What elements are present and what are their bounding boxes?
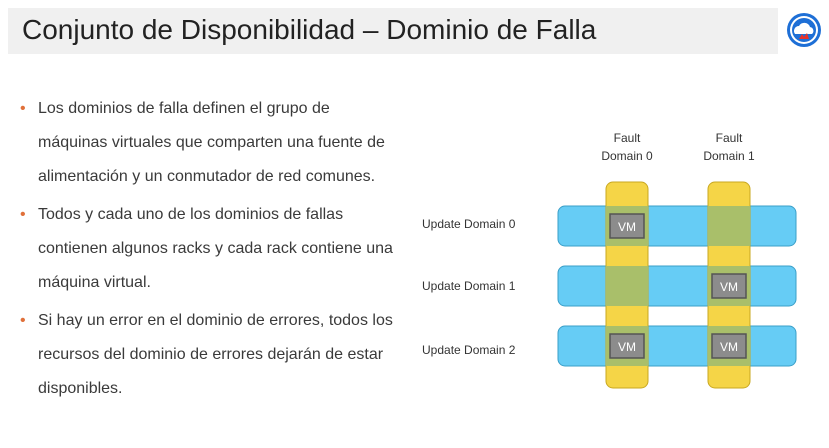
vm-box: [711, 333, 747, 359]
bullet-marker: •: [20, 100, 26, 117]
overlap-cell: [708, 206, 750, 246]
bullet-text: Si hay un error en el dominio de errores…: [38, 312, 393, 397]
fault-domain-1-label-line1: Fault: [716, 131, 743, 145]
vm-box: [609, 213, 645, 239]
vm-label: VM: [720, 340, 738, 354]
vm-box: [609, 333, 645, 359]
update-domain-0-bar: [557, 205, 797, 247]
vm-label: VM: [618, 220, 636, 234]
bullet-marker: •: [20, 312, 26, 329]
update-domain-0-label: Update Domain 0: [422, 217, 516, 231]
bullet-marker: •: [20, 206, 26, 223]
bullet-item: • Todos y cada uno de los dominios de fa…: [18, 198, 398, 300]
bullet-text: Los dominios de falla definen el grupo d…: [38, 100, 385, 185]
cloud-logo-icon: [787, 13, 821, 47]
fault-domain-0-label-line2: Domain 0: [601, 149, 653, 163]
fault-update-domain-diagram: Fault Domain 0 Fault Domain 1 Update Dom…: [422, 131, 797, 389]
bullet-text: Todos y cada uno de los dominios de fall…: [38, 206, 393, 291]
fault-domain-0-label-line1: Fault: [614, 131, 641, 145]
vm-label: VM: [720, 280, 738, 294]
title-bar: Conjunto de Disponibilidad – Dominio de …: [8, 8, 778, 54]
bullet-item: • Los dominios de falla definen el grupo…: [18, 92, 398, 194]
vm-box: [711, 273, 747, 299]
page-title: Conjunto de Disponibilidad – Dominio de …: [22, 14, 597, 45]
update-domain-2-bar: [557, 325, 797, 367]
update-domain-1-label: Update Domain 1: [422, 279, 516, 293]
bullet-item: • Si hay un error en el dominio de error…: [18, 304, 398, 406]
fault-domain-1-label-line2: Domain 1: [703, 149, 755, 163]
overlap-cell: [606, 266, 648, 306]
bullet-list: • Los dominios de falla definen el grupo…: [18, 92, 398, 410]
update-domain-2-label: Update Domain 2: [422, 343, 516, 357]
vm-label: VM: [618, 340, 636, 354]
update-domain-1-bar: [557, 265, 797, 307]
